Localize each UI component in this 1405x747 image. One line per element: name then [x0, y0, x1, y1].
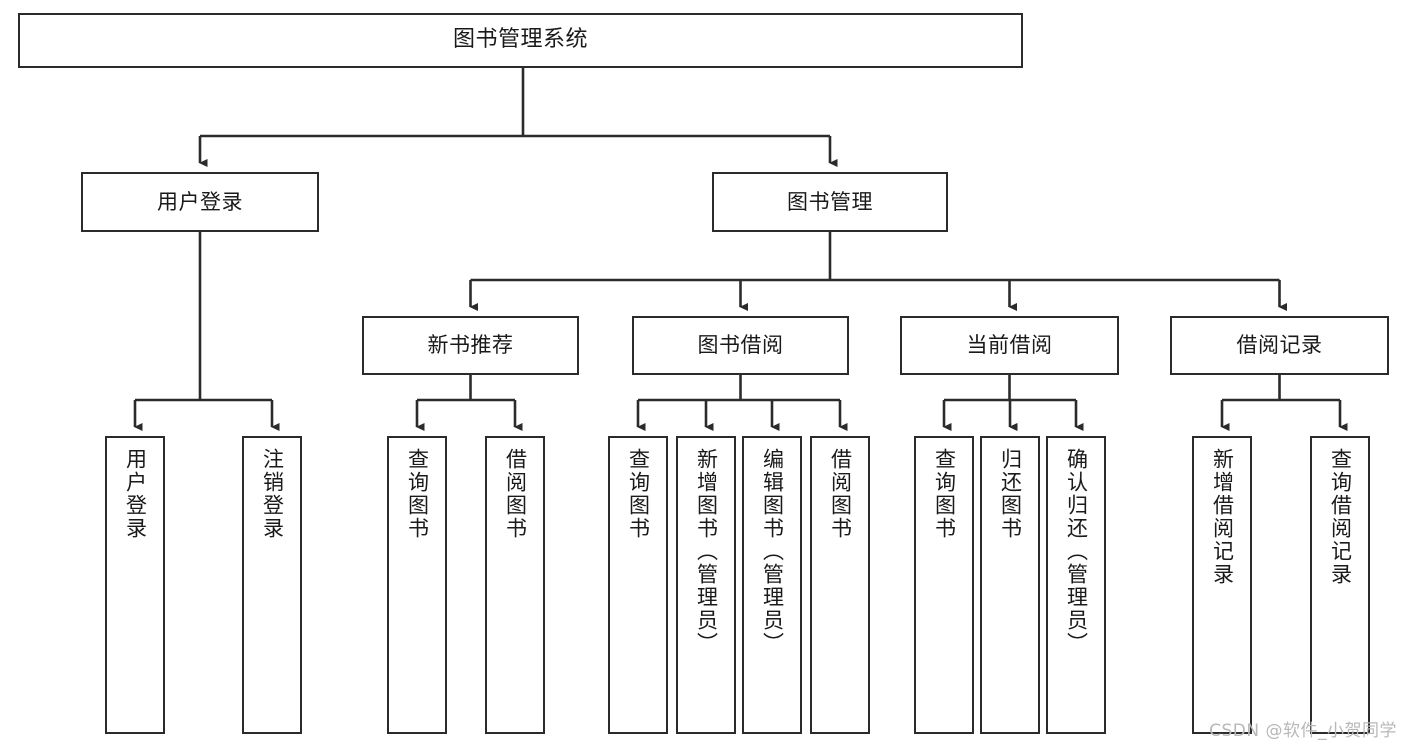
node-label: 编辑图书（管理员）: [760, 448, 785, 655]
node-leaf-borrow-book[interactable]: 借阅图书: [810, 436, 870, 734]
node-label: 当前借阅: [966, 333, 1053, 358]
watermark-text: CSDN @软件_小贺同学: [1209, 721, 1397, 741]
node-label: 查询图书: [932, 448, 957, 540]
node-label: 图书管理系统: [452, 27, 588, 53]
node-label: 图书管理: [787, 189, 873, 214]
node-leaf-edit-book-admin[interactable]: 编辑图书（管理员）: [742, 436, 802, 734]
node-label: 新增图书（管理员）: [694, 448, 719, 655]
node-label: 借阅记录: [1236, 333, 1323, 358]
node-label: 查询图书: [405, 448, 430, 540]
node-label: 用户登录: [123, 448, 148, 540]
node-label: 新增借阅记录: [1210, 448, 1235, 586]
node-leaf-logout[interactable]: 注销登录: [242, 436, 302, 734]
node-current-loans[interactable]: 当前借阅: [900, 316, 1119, 375]
node-root-system[interactable]: 图书管理系统: [18, 13, 1023, 68]
node-label: 确认归还（管理员）: [1064, 448, 1089, 655]
node-book-borrowing[interactable]: 图书借阅: [632, 316, 849, 375]
node-leaf-query-book-borrow[interactable]: 查询图书: [608, 436, 668, 734]
node-leaf-query-loan-record[interactable]: 查询借阅记录: [1310, 436, 1370, 734]
node-label: 注销登录: [260, 448, 285, 540]
node-leaf-borrow-book-rec[interactable]: 借阅图书: [485, 436, 545, 734]
node-user-login[interactable]: 用户登录: [81, 172, 319, 232]
node-book-management[interactable]: 图书管理: [712, 172, 948, 232]
node-label: 借阅图书: [503, 448, 528, 540]
node-leaf-return-book[interactable]: 归还图书: [980, 436, 1040, 734]
node-leaf-add-book-admin[interactable]: 新增图书（管理员）: [676, 436, 736, 734]
node-label: 图书借阅: [697, 333, 784, 358]
node-label: 归还图书: [998, 448, 1023, 540]
node-leaf-add-loan-record[interactable]: 新增借阅记录: [1192, 436, 1252, 734]
node-leaf-query-book-rec[interactable]: 查询图书: [387, 436, 447, 734]
node-label: 新书推荐: [427, 333, 514, 358]
node-leaf-user-login[interactable]: 用户登录: [105, 436, 165, 734]
node-leaf-confirm-return-admin[interactable]: 确认归还（管理员）: [1046, 436, 1106, 734]
node-label: 查询借阅记录: [1328, 448, 1353, 586]
node-label: 用户登录: [157, 189, 243, 214]
node-label: 借阅图书: [828, 448, 853, 540]
node-leaf-query-book-current[interactable]: 查询图书: [914, 436, 974, 734]
node-loan-records[interactable]: 借阅记录: [1170, 316, 1389, 375]
node-new-book-recommendation[interactable]: 新书推荐: [362, 316, 579, 375]
node-label: 查询图书: [626, 448, 651, 540]
